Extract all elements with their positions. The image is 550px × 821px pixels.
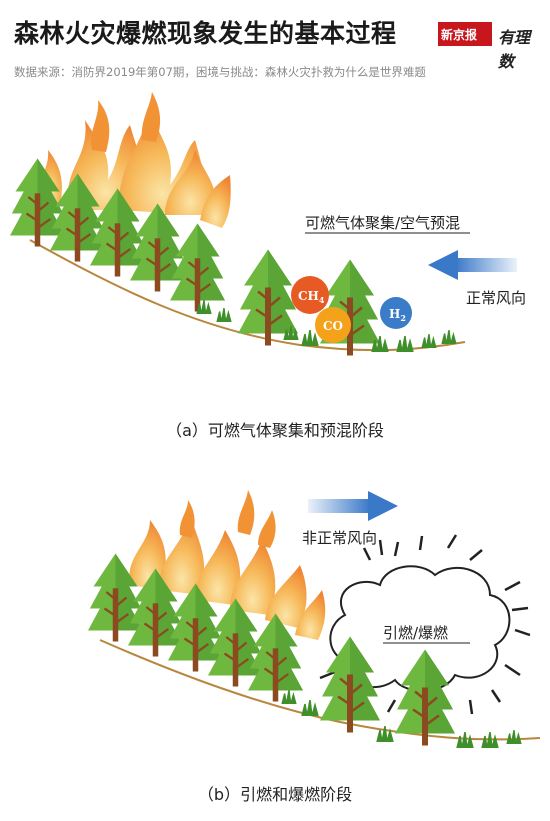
ground-line-b (99, 639, 541, 741)
panel-b: 非正常风向 引燃/爆燃 (88, 490, 541, 804)
gas-ch4-sub: 4 (319, 295, 325, 305)
abnormal-wind-label: 非正常风向 (302, 529, 377, 547)
gas-h2-sub: 2 (400, 313, 406, 323)
flames-b (129, 490, 326, 640)
normal-wind-arrow (428, 250, 517, 280)
grass-b (281, 690, 522, 748)
normal-wind-label: 正常风向 (466, 289, 526, 307)
gas-co-bubble: CO (315, 307, 351, 343)
logo-script-text: 有理数 (498, 28, 531, 71)
source-note: 数据来源：消防界2019年第07期，困境与挑战：森林火灾扑救为什么是世界难题 (14, 65, 426, 79)
brand-logo: 新京报 有理数 (438, 22, 542, 71)
logo-badge-text: 新京报 (441, 28, 478, 42)
gas-h2-text: H (389, 307, 400, 321)
panel-a-caption: （a）可燃气体聚集和预混阶段 (166, 421, 384, 440)
gas-accumulation-label: 可燃气体聚集/空气预混 (305, 214, 460, 232)
ignition-label: 引燃/爆燃 (383, 624, 448, 642)
gas-co-text: CO (323, 319, 343, 333)
page-title: 森林火灾爆燃现象发生的基本过程 (14, 19, 397, 48)
gas-ch4-bubble: CH4 (291, 276, 329, 314)
explosion-cloud (319, 534, 531, 721)
svg-text:CH4: CH4 (298, 289, 325, 305)
abnormal-wind-arrow (308, 491, 398, 521)
panel-b-caption: （b）引燃和爆燃阶段 (198, 785, 352, 804)
gas-h2-bubble: H2 (380, 297, 412, 329)
svg-text:H2: H2 (389, 307, 406, 323)
gas-ch4-text: CH (298, 289, 319, 303)
logo-badge (438, 22, 492, 46)
panel-a: CH4 CO H2 可燃气体聚集/空气预混 正常风向 （a）可燃气体聚集和预混阶… (10, 92, 526, 440)
